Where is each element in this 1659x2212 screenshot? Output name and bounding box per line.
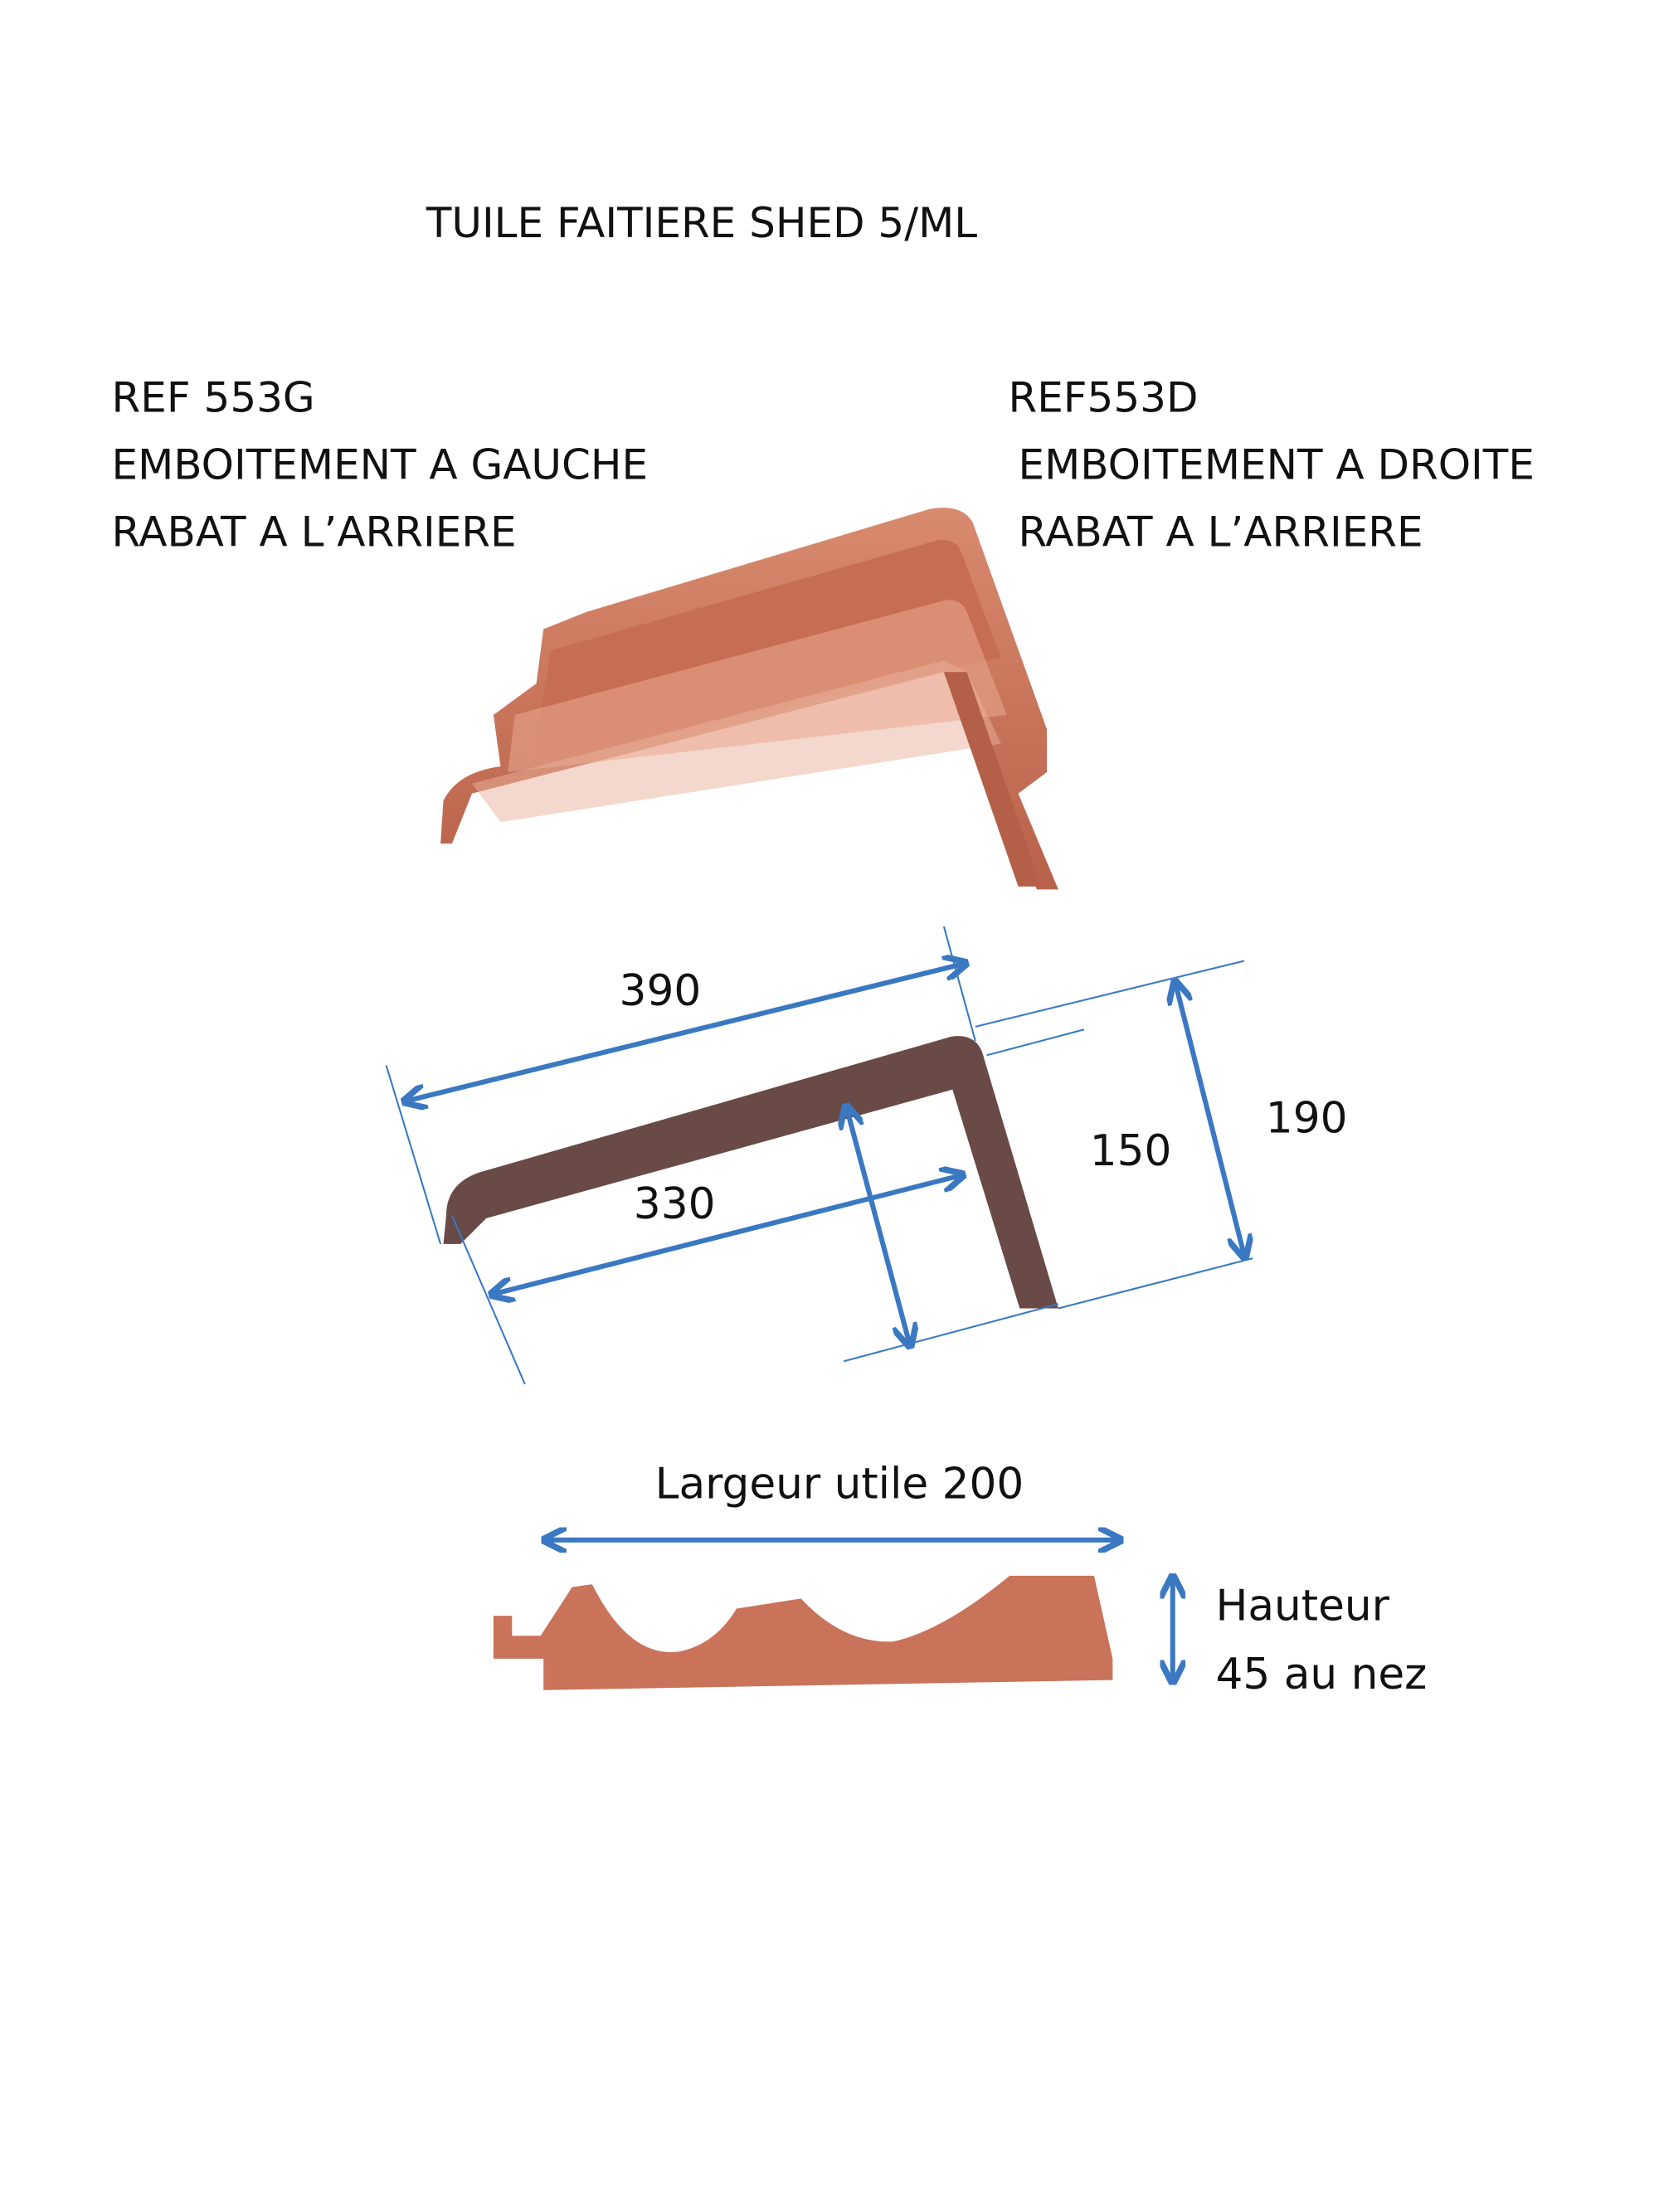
right-line2: RABAT A L’ARRIERE	[1019, 508, 1423, 557]
height-line1: Hauteur	[1215, 1581, 1389, 1631]
tile-photo	[440, 508, 1058, 890]
dim-150: 150	[1090, 1126, 1172, 1176]
right-ref: REF553D	[1008, 374, 1198, 422]
height-line2: 45 au nez	[1215, 1650, 1427, 1699]
page-title: TUILE FAITIERE SHED 5/ML	[426, 199, 977, 247]
dim-390: 390	[620, 966, 702, 1016]
section-shape	[493, 1575, 1113, 1690]
left-line2: RABAT A L’ARRIERE	[112, 508, 517, 557]
profile-shape	[443, 1036, 1058, 1309]
left-ref: REF 553G	[112, 374, 315, 422]
cross-section: Largeur utile 200 Hauteur 45 au nez	[493, 1460, 1427, 1699]
dim-330: 330	[634, 1179, 716, 1229]
profile-diagram: 390 330 150 190	[385, 926, 1348, 1385]
left-line1: EMBOITEMENT A GAUCHE	[112, 441, 649, 489]
width-label: Largeur utile 200	[655, 1460, 1024, 1510]
right-line1: EMBOITEMENT A DROITE	[1019, 441, 1535, 489]
dim-190: 190	[1266, 1093, 1348, 1143]
